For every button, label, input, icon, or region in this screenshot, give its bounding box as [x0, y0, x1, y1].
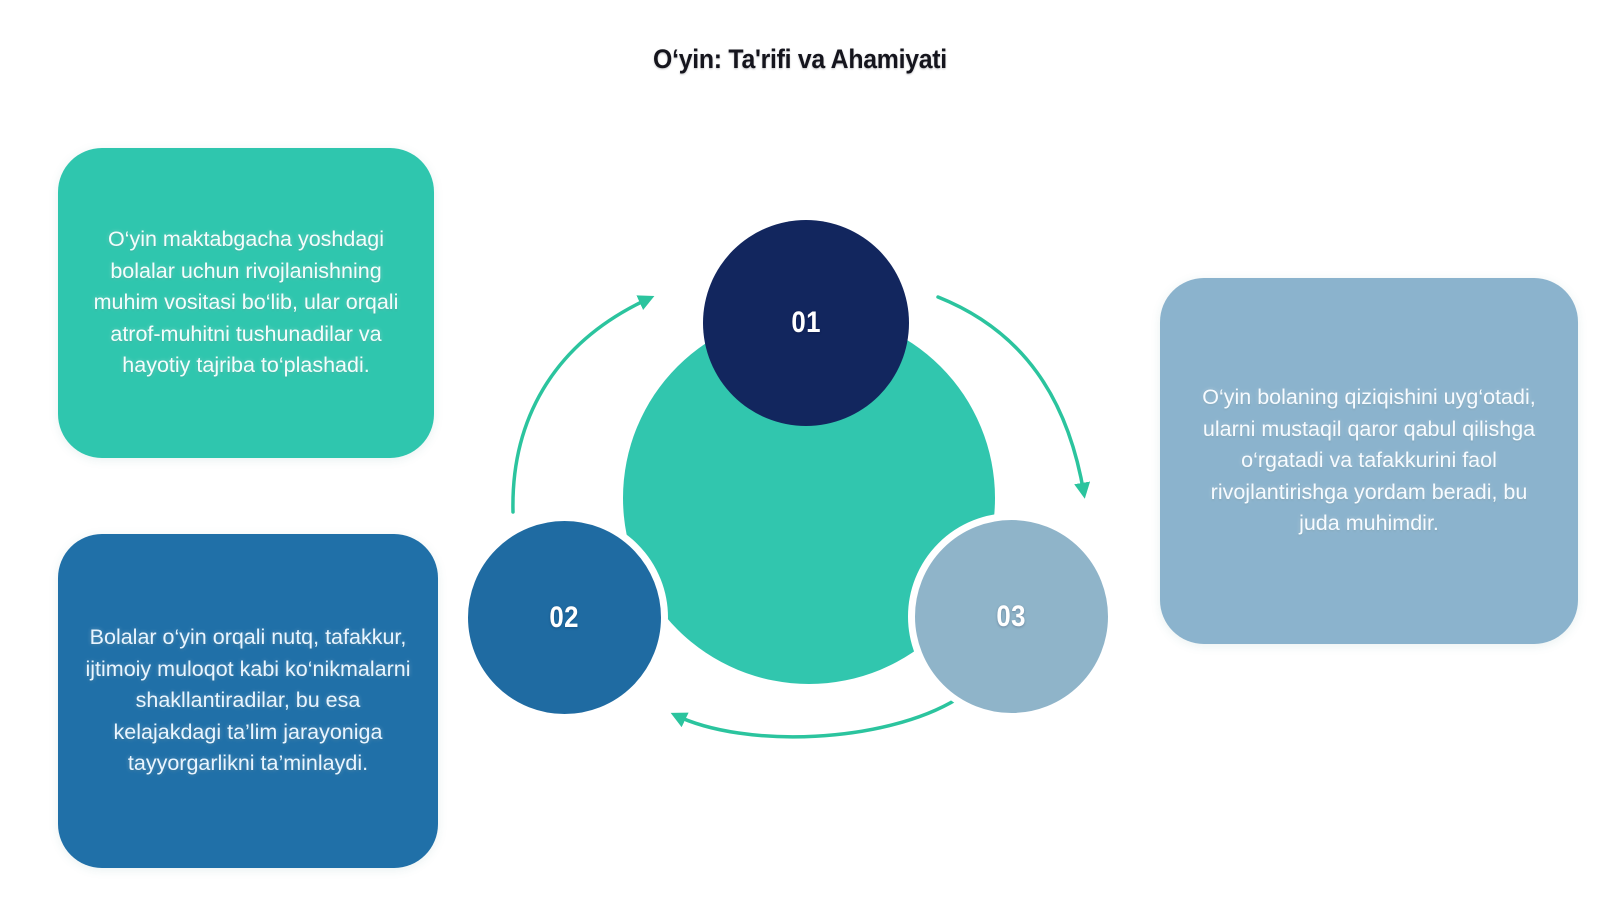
card-definition: O‘yin maktabgacha yoshdagi bolalar uchun…: [58, 148, 434, 458]
card-skills: Bolalar o‘yin orqali nutq, tafakkur, ijt…: [58, 534, 438, 868]
step-03-number: 03: [996, 599, 1027, 633]
page-title: O‘yin: Ta'rifi va Ahamiyati: [653, 44, 947, 74]
step-01-number: 01: [791, 306, 821, 339]
card-importance-text: O‘yin bolaning qiziqishini uyg‘otadi, ul…: [1202, 385, 1536, 536]
step-01-circle: 01: [703, 220, 909, 426]
arrow-step03-to-step02-icon: [670, 697, 959, 739]
card-definition-text: O‘yin maktabgacha yoshdagi bolalar uchun…: [93, 227, 399, 378]
step-02-circle: 02: [461, 514, 668, 721]
step-03-circle: 03: [908, 513, 1115, 720]
step-02-number: 02: [549, 600, 580, 634]
card-importance: O‘yin bolaning qiziqishini uyg‘otadi, ul…: [1160, 278, 1578, 644]
card-skills-text: Bolalar o‘yin orqali nutq, tafakkur, ijt…: [85, 625, 411, 776]
